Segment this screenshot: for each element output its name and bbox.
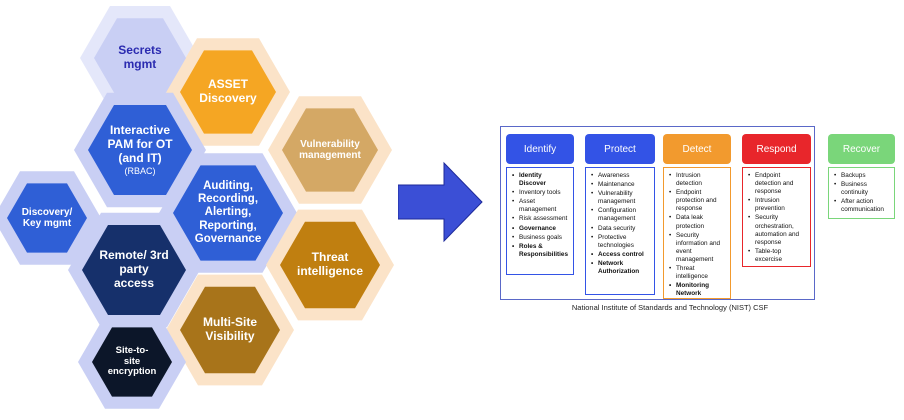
nist-list-detect: Intrusion detectionEndpoint protection a… — [663, 167, 731, 299]
asset-hexagon — [180, 50, 276, 134]
nist-list-item: Vulnerability management — [591, 190, 651, 206]
nist-list-item: Risk assessment — [512, 215, 570, 223]
right-arrow-icon — [398, 161, 483, 243]
nist-list-item: Data leak protection — [669, 214, 727, 230]
discovery-hexagon — [7, 183, 87, 253]
hex-label-text: Multi-Site Visibility — [203, 315, 257, 343]
nist-header-identify: Identify — [506, 134, 574, 164]
nist-list-item: Intrusion prevention — [748, 197, 807, 213]
nist-list-item: Access control — [591, 251, 651, 259]
nist-list-item: Table-top excercise — [748, 248, 807, 264]
hex-label-text: Site-to- site encryption — [107, 344, 157, 378]
hex-label-auditing: Auditing, Recording, Alerting, Reporting… — [181, 158, 275, 268]
auditing-hexagon — [173, 165, 283, 261]
nist-list-item: Endpoint protection and response — [669, 189, 727, 213]
nist-list-item: Configuration management — [591, 207, 651, 223]
nist-list-item: Awareness — [591, 172, 651, 180]
nist-list-recover: BackupsBusiness continuityAfter action c… — [828, 167, 895, 219]
remote-hexagon — [82, 225, 186, 315]
nist-list-item: Security information and event managemen… — [669, 232, 727, 264]
nist-list-item: Protective technologies — [591, 234, 651, 250]
hex-label-discovery: Discovery/ Key mgmt — [13, 178, 81, 258]
hex-label-multisite: Multi-Site Visibility — [188, 280, 273, 380]
hex-label-vuln: Vulnerability management — [289, 102, 371, 198]
hex-label-pam: Interactive PAM for OT (and IT)(RBAC) — [96, 98, 184, 202]
secrets-hexagon — [94, 18, 186, 98]
nist-list-identify: Identity DiscoverInventory toolsAsset ma… — [506, 167, 574, 275]
nist-list-item: Threat intelligence — [669, 265, 727, 281]
nist-list-item: Monitoring Network — [669, 282, 727, 298]
nist-list-item: Asset management — [512, 198, 570, 214]
nist-list-item: Backups — [834, 172, 891, 180]
hex-label-remote: Remote/ 3rd party access — [90, 218, 178, 322]
nist-header-detect: Detect — [663, 134, 731, 164]
threat-hexagon — [280, 221, 380, 309]
nist-list-item: Network Authorization — [591, 260, 651, 276]
hex-label-threat: Threat intelligence — [288, 215, 373, 315]
hex-label-subtext: (RBAC) — [124, 165, 156, 176]
hex-label-text: Auditing, Recording, Alerting, Reporting… — [194, 179, 262, 245]
nist-list-item: Inventory tools — [512, 189, 570, 197]
hex-label-site: Site-to- site encryption — [98, 322, 166, 402]
vuln-hexagon — [282, 108, 378, 192]
hex-label-text: Discovery/ Key mgmt — [21, 206, 73, 230]
pam-hexagon — [88, 105, 192, 195]
nist-list-item: Business goals — [512, 234, 570, 242]
nist-list-item: Endpoint detection and response — [748, 172, 807, 196]
nist-header-respond: Respond — [742, 134, 811, 164]
hexagon-cluster — [0, 6, 394, 409]
nist-list-protect: AwarenessMaintenanceVulnerability manage… — [585, 167, 655, 295]
nist-list-item: Maintenance — [591, 181, 651, 189]
hex-label-text: ASSET Discovery — [199, 77, 257, 105]
nist-list-item: Business continuity — [834, 181, 891, 197]
nist-header-recover: Recover — [828, 134, 895, 164]
hex-label-text: Threat intelligence — [296, 250, 364, 278]
hex-label-secrets: Secrets mgmt — [101, 12, 179, 104]
hex-label-text: Interactive PAM for OT (and IT) — [107, 123, 173, 165]
nist-list-item: Intrusion detection — [669, 172, 727, 188]
multisite-hexagon — [180, 286, 280, 374]
nist-list-respond: Endpoint detection and responseIntrusion… — [742, 167, 811, 267]
nist-list-item: Roles & Responsibilities — [512, 243, 570, 259]
nist-header-protect: Protect — [585, 134, 655, 164]
hex-label-text: Secrets mgmt — [118, 43, 162, 71]
nist-caption: National Institute of Standards and Tech… — [571, 303, 769, 312]
site-hexagon — [92, 327, 172, 397]
nist-list-item: Data security — [591, 225, 651, 233]
nist-list-item: Security orchestration, automation and r… — [748, 214, 807, 246]
hex-label-asset: ASSET Discovery — [187, 44, 269, 140]
nist-list-item: Governance — [512, 225, 570, 233]
hex-label-text: Vulnerability management — [299, 138, 361, 162]
hex-label-text: Remote/ 3rd party access — [99, 248, 169, 290]
nist-list-item: Identity Discover — [512, 172, 570, 188]
nist-list-item: After action communication — [834, 198, 891, 214]
